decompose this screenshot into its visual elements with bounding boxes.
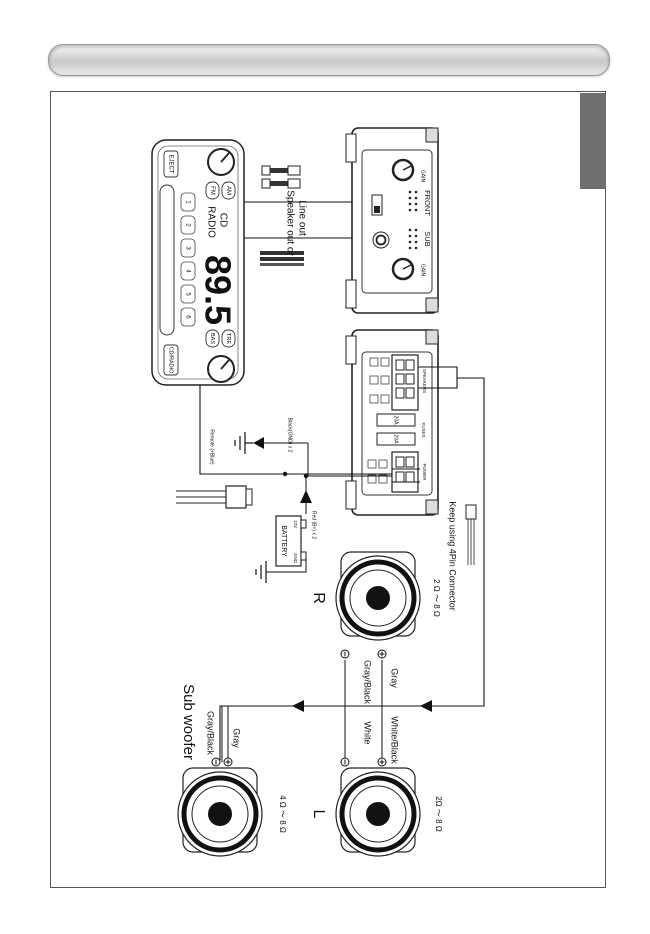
wiring-harness-plug: [176, 485, 253, 509]
svg-text:TRE: TRE: [225, 333, 231, 344]
svg-text:4: 4: [184, 269, 190, 273]
preset-button[interactable]: 3: [180, 238, 196, 258]
svg-text:20A: 20A: [393, 416, 399, 426]
svg-text:1: 1: [184, 200, 190, 204]
cd-radio-button[interactable]: CD/RADIO: [163, 344, 179, 376]
terminal-symbols: [211, 649, 387, 767]
header-bar: [48, 44, 610, 76]
speaker-left: [335, 767, 421, 857]
line-out-label: Line out: [296, 200, 307, 236]
tune-knob[interactable]: [207, 355, 235, 383]
preset-buttons: 1 2 3 4 5 6: [180, 192, 196, 327]
svg-text:AM: AM: [225, 186, 231, 195]
front-label: FRONT: [423, 190, 432, 216]
speaker-output-connector[interactable]: [391, 354, 419, 411]
battery-plus-label: 12V: [293, 520, 298, 528]
sub-gain-label: GAIN: [420, 264, 426, 277]
speaker-right-plus-wire: Gray: [390, 668, 400, 688]
subwoofer-minus-wire: Gray/Black: [206, 711, 216, 756]
sub-gain-knob[interactable]: [391, 257, 415, 281]
speaker-out-label: Speaker out or: [284, 190, 295, 256]
battery-minus-label: GND: [293, 553, 298, 564]
subwoofer-impedance: 4 Ω ～ 8 Ω: [278, 795, 287, 833]
front-gain-knob[interactable]: [391, 158, 415, 182]
battery-label: BATTERY: [280, 525, 287, 557]
ground-icon: [255, 556, 307, 583]
tre-button[interactable]: TRE: [221, 329, 236, 348]
svg-text:5: 5: [184, 292, 190, 296]
speakers-label: SPEAKERS: [422, 369, 427, 393]
bas-button[interactable]: BAS: [205, 329, 220, 348]
speaker-right-label: R: [310, 592, 327, 604]
sub-input-pins: [408, 228, 418, 250]
eject-button[interactable]: EJECT: [163, 150, 179, 178]
svg-text:2: 2: [184, 223, 190, 227]
speaker-right-impedance: 2 Ω ～ 8 Ω: [432, 579, 441, 617]
fm-button[interactable]: FM: [205, 181, 220, 200]
power-connector[interactable]: [391, 451, 419, 493]
four-pin-connector-icon: [465, 504, 477, 565]
power-label: POWER: [422, 463, 427, 481]
rca-input-jack[interactable]: [372, 231, 390, 249]
volume-knob[interactable]: [207, 148, 235, 176]
speaker-left-impedance: 2Ω ～ 8 Ω: [434, 796, 443, 832]
speaker-wire-bundle: [260, 251, 304, 266]
input-mode-switch[interactable]: [371, 194, 383, 216]
svg-text:BAS: BAS: [209, 333, 215, 344]
svg-text:6: 6: [184, 315, 190, 319]
remote-wire-label: Remote (+Blue): [209, 429, 215, 464]
cd-radio-label: CD/RADIO: [168, 347, 174, 375]
cd-mode-label: CD: [217, 213, 228, 227]
speaker-left-plus-wire: White/Black: [390, 716, 400, 764]
svg-text:20A: 20A: [393, 435, 399, 445]
car-radio: EJECT CD/RADIO AM FM TRE BAS CD RADIO 89…: [151, 139, 245, 386]
am-button[interactable]: AM: [221, 181, 236, 200]
eject-label: EJECT: [167, 154, 173, 173]
subwoofer-title: Sub woofer: [180, 684, 197, 760]
speaker-left-minus-wire: White: [363, 721, 373, 744]
fuses-label: FUSES: [421, 422, 426, 437]
speaker-right-minus-wire: Gray/Black: [363, 660, 373, 705]
fuse-20a: 20A: [376, 432, 416, 446]
power-indicators: [367, 459, 388, 484]
preset-button[interactable]: 1: [180, 192, 196, 212]
amplifier-power-panel: SPEAKERS 20A 20A FUSES POWER: [345, 329, 439, 516]
fuse-20a: 20A: [376, 413, 416, 427]
svg-text:FM: FM: [209, 186, 215, 195]
speaker-left-label: L: [310, 810, 327, 819]
svg-text:3: 3: [184, 246, 190, 250]
preset-button[interactable]: 2: [180, 215, 196, 235]
preset-button[interactable]: 4: [180, 261, 196, 281]
ground-wire-label: Black(GND) x 2: [287, 418, 293, 453]
subwoofer-plus-wire: Gray: [232, 728, 242, 748]
power-wire-label: Red (B+) x 2: [311, 511, 317, 539]
frequency-display: 89.5: [197, 255, 238, 325]
channel-indicators: [369, 357, 390, 404]
amplifier-input-panel: GAIN GAIN FRONT SUB: [345, 127, 439, 314]
connector-note: Keep using 4Pin Connector: [448, 501, 458, 611]
battery: BATTERY 12V GND: [275, 515, 307, 567]
preset-button[interactable]: 5: [180, 284, 196, 304]
sub-label: SUB: [423, 231, 432, 246]
power-wiring: [199, 385, 420, 514]
page-frame: [50, 91, 606, 888]
subwoofer-speaker: [177, 767, 263, 857]
front-gain-label: GAIN: [420, 170, 426, 183]
front-input-pins: [408, 190, 418, 212]
ground-icon: [234, 432, 253, 454]
preset-button[interactable]: 6: [180, 307, 196, 327]
speaker-right: [335, 551, 421, 641]
radio-mode-label: RADIO: [205, 206, 216, 238]
side-tab: [580, 93, 606, 189]
rca-plugs: [261, 165, 301, 189]
speaker-wiring: [219, 366, 485, 762]
